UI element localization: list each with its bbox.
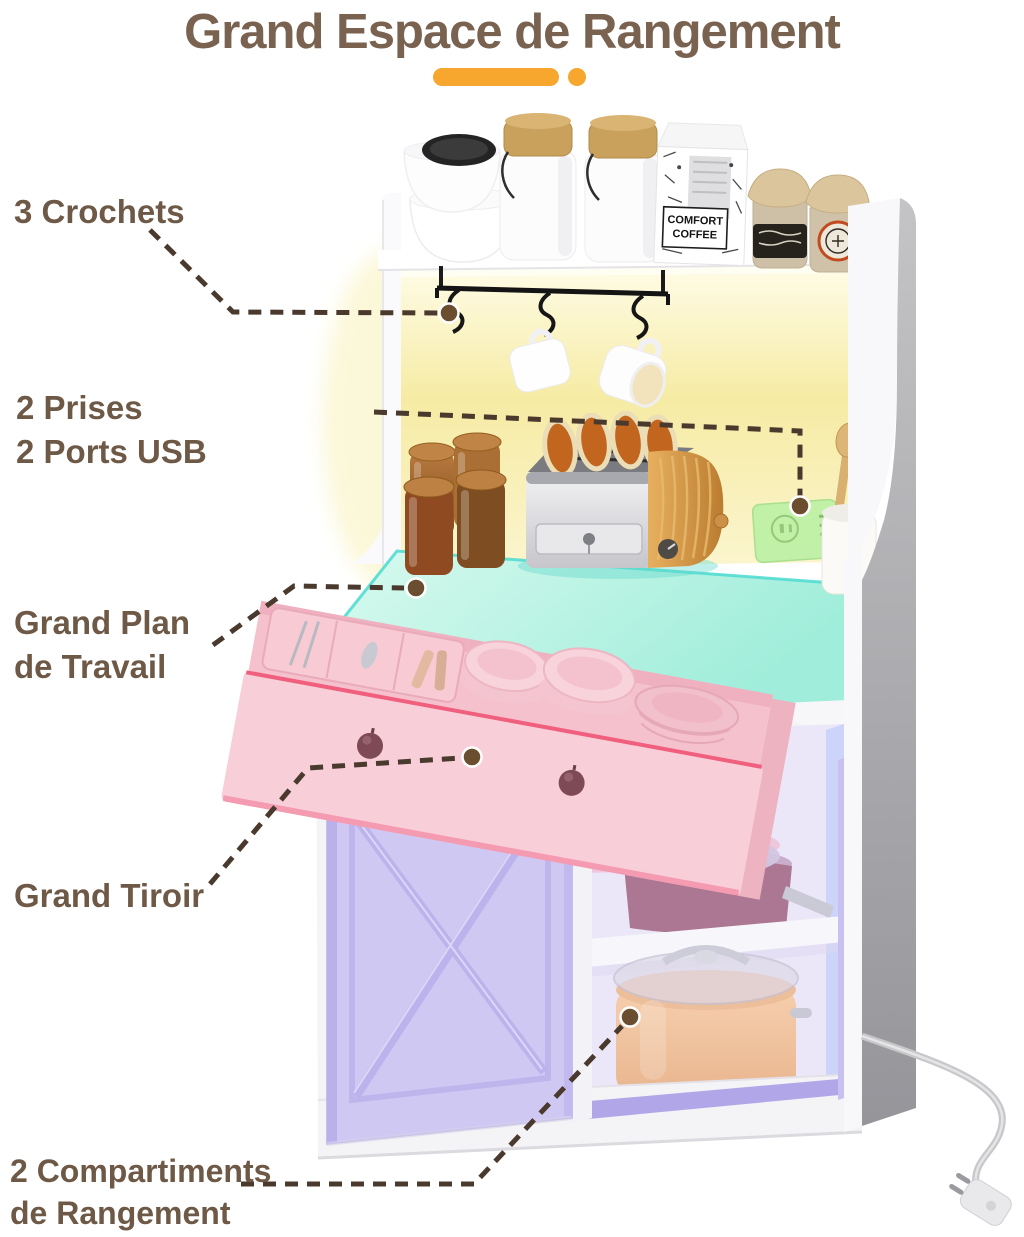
drawer-knob-2 — [558, 764, 585, 796]
spice-jars — [403, 432, 507, 575]
hutch-left-flare — [352, 455, 401, 564]
leader-dot-worktop — [405, 577, 427, 599]
coffee-bag-text-1: COMFORT — [667, 214, 723, 228]
outlet-socket — [770, 514, 799, 543]
s-hook-3 — [631, 294, 649, 340]
top-shelf-items: COMFORT COFFEE — [403, 113, 870, 273]
callout-worktop-line2: de Travail — [14, 647, 167, 685]
callout-outlets-line1: 2 Prises — [16, 389, 143, 426]
canister-2 — [584, 115, 662, 263]
coffee-bag: COMFORT COFFEE — [653, 122, 749, 267]
toaster — [526, 410, 729, 568]
hooks-rail — [435, 266, 670, 408]
callout-compartments: 2 Compartiments de Rangement — [10, 1150, 271, 1234]
toaster-lever — [713, 513, 729, 529]
power-cord — [860, 1032, 1012, 1226]
canister-1 — [499, 113, 577, 261]
drawer-front — [221, 671, 763, 896]
title-underline-bar — [433, 68, 559, 86]
callout-compartments-line1: 2 Compartiments — [10, 1153, 272, 1189]
burlap-jar-1 — [747, 168, 812, 269]
open-drawer — [221, 600, 796, 900]
spoon — [361, 641, 378, 669]
callout-drawer-label: Grand Tiroir — [14, 877, 205, 914]
leader-worktop — [211, 583, 405, 648]
cutlery-tray — [261, 607, 465, 704]
leader-dot-drawer — [461, 746, 483, 768]
callout-outlets: 2 Prises 2 Ports USB — [16, 386, 207, 473]
doodles — [662, 151, 743, 255]
drawer-knob-1 — [356, 727, 383, 759]
callout-worktop-line1: Grand Plan — [14, 604, 191, 641]
leader-drawer — [208, 755, 461, 886]
callout-hooks-label: 3 Crochets — [14, 193, 185, 230]
peach-pot — [613, 945, 812, 1094]
hanging-mug-2 — [598, 337, 667, 408]
title-underline-dot — [568, 68, 586, 86]
sliding-door — [326, 777, 573, 1146]
callout-worktop: Grand Plan de Travail — [14, 601, 190, 688]
leader-dot-outlets — [789, 495, 811, 517]
callout-drawer: Grand Tiroir — [14, 874, 204, 918]
forks — [288, 620, 321, 669]
drawer-side — [736, 698, 796, 900]
interior-shelf — [578, 916, 844, 968]
clamp-wire — [501, 151, 515, 199]
clamp-wire — [586, 153, 600, 201]
leader-dot-compartments — [619, 1006, 641, 1028]
pan-handle — [782, 886, 834, 918]
hutch-left-board — [383, 193, 401, 566]
callout-outlets-line2: 2 Ports USB — [16, 432, 207, 470]
power-plug — [949, 1172, 1012, 1226]
leader-outlets — [373, 409, 803, 496]
right-side-panel — [844, 198, 916, 1132]
drawer-bowls — [459, 640, 636, 715]
callout-hooks: 3 Crochets — [14, 190, 185, 234]
door-track — [578, 1078, 850, 1120]
leader-hooks — [148, 228, 443, 316]
drawer-plates — [634, 684, 740, 745]
leader-compartments — [241, 1024, 624, 1187]
bowl-stack — [403, 134, 515, 263]
hanging-mug-1 — [509, 328, 571, 393]
coffee-bag-text-2: COFFEE — [672, 228, 717, 242]
s-hook-2 — [538, 291, 556, 337]
page-title: Grand Espace de Rangement — [184, 5, 841, 59]
callout-compartments-line2: de Rangement — [10, 1195, 231, 1232]
leader-dot-hooks — [438, 302, 460, 324]
